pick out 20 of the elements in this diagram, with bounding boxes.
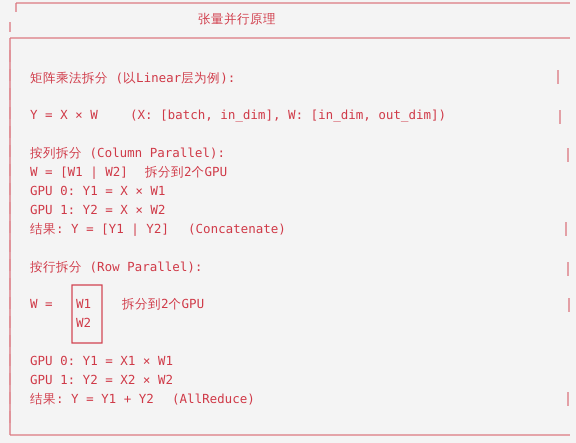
note-text: (AllReduce) xyxy=(172,391,255,407)
formula-text: GPU 0: Y1 = X1 × W1 xyxy=(30,353,173,369)
diagram-title: 张量并行原理 xyxy=(198,11,276,27)
matrix-entry: W2 xyxy=(76,315,92,331)
formula-text: W = [W1 | W2] xyxy=(30,164,128,180)
formula-text: W = xyxy=(30,296,53,312)
formula-text: 结果: Y = [Y1 | Y2] xyxy=(30,221,169,237)
formula-text: GPU 1: Y2 = X × W2 xyxy=(30,202,166,218)
formula-text: Y = X × W xyxy=(30,107,98,123)
note-text: (Concatenate) xyxy=(188,221,286,237)
matrix-entry: W1 xyxy=(76,296,92,312)
formula-text: GPU 1: Y2 = X2 × W2 xyxy=(30,372,173,388)
formula-text: GPU 0: Y1 = X × W1 xyxy=(30,183,166,199)
note-text: 拆分到2个GPU xyxy=(122,296,204,312)
note-text: 拆分到2个GPU xyxy=(145,164,228,180)
section-heading: 按列拆分 (Column Parallel): xyxy=(30,145,225,161)
formula-text: 结果: Y = Y1 + Y2 xyxy=(30,391,154,407)
note-text: (X: [batch, in_dim], W: [in_dim, out_dim]) xyxy=(130,107,446,123)
section-heading: 按行拆分 (Row Parallel): xyxy=(30,259,202,275)
section-heading: 矩阵乘法拆分 (以Linear层为例): xyxy=(30,70,236,86)
